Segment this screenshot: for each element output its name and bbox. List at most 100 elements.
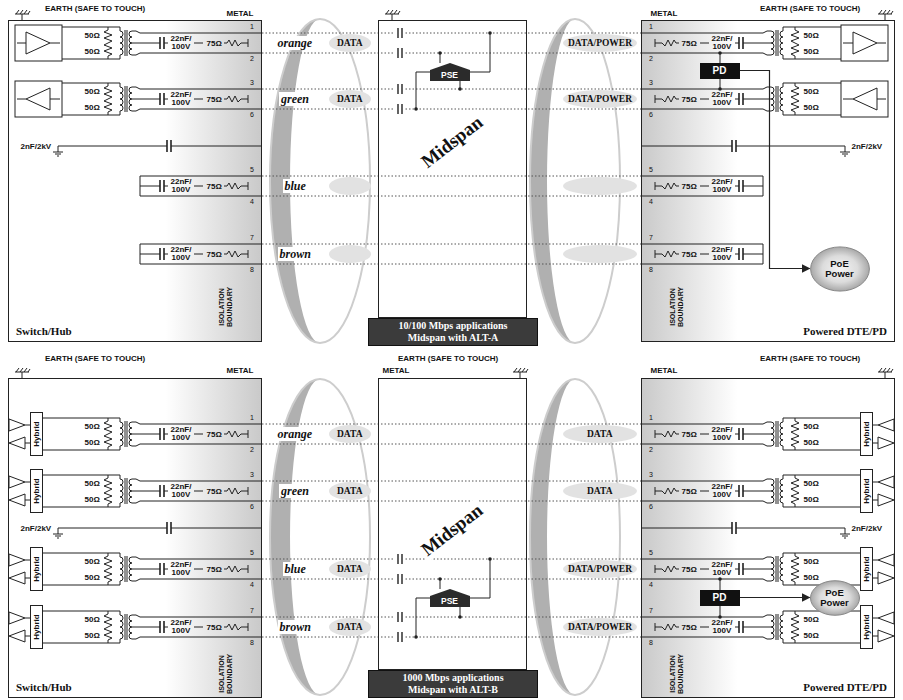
component-value: 50Ω bbox=[804, 615, 819, 624]
pin-number: 4 bbox=[649, 581, 653, 589]
caption-box: 10/100 Mbps applications Midspan with AL… bbox=[368, 318, 538, 346]
component-value: 75Ω bbox=[682, 623, 697, 632]
enclosure-shading bbox=[8, 20, 895, 698]
component-value: 50Ω bbox=[804, 438, 819, 447]
hybrid-box: Hybrid bbox=[30, 469, 43, 513]
midspan-label: Midspan bbox=[414, 109, 489, 174]
hybrid-label: Hybrid bbox=[862, 421, 871, 446]
capacitor-value: 22nF/ 100V bbox=[712, 35, 733, 51]
earth-label: METAL bbox=[651, 9, 678, 18]
capacitor-value: 22nF/ 100V bbox=[712, 91, 733, 107]
component-value: 50Ω bbox=[804, 87, 819, 96]
midspan-box: MidspanPSE bbox=[378, 378, 527, 670]
pd-circuit-top bbox=[641, 25, 888, 264]
box-title: Powered DTE/PD bbox=[803, 681, 887, 694]
component-value: 75Ω bbox=[682, 39, 697, 48]
isolation-label: ISOLATION BOUNDARY bbox=[669, 287, 685, 327]
component-value: 50Ω bbox=[804, 631, 819, 640]
signal-label: DATA bbox=[337, 94, 363, 105]
component-value: 50Ω bbox=[804, 573, 819, 582]
component-value: 75Ω bbox=[682, 95, 697, 104]
capacitor-value: 22nF/ 100V bbox=[712, 178, 733, 194]
hybrid-label: Hybrid bbox=[862, 478, 871, 503]
pair-color-label: brown bbox=[278, 620, 313, 634]
pin-number: 4 bbox=[250, 581, 254, 589]
switch-circuit-top bbox=[15, 25, 262, 264]
powered-device-box: Powered DTE/PDPDPoE Power bbox=[641, 20, 895, 342]
pin-number: 6 bbox=[250, 111, 254, 119]
earth-label: EARTH (SAFE TO TOUCH) bbox=[760, 354, 860, 363]
component-value: 50Ω bbox=[85, 631, 100, 640]
poe-power-cloud: PoE Power bbox=[810, 580, 860, 616]
signal-label: DATA bbox=[587, 429, 613, 440]
component-value: 75Ω bbox=[207, 430, 222, 439]
earth-label: METAL bbox=[227, 366, 254, 375]
pin-number: 3 bbox=[649, 79, 653, 87]
capacitor-value: 22nF/ 100V bbox=[171, 35, 192, 51]
hybrid-box: Hybrid bbox=[860, 547, 873, 591]
signal-label: DATA bbox=[337, 622, 363, 633]
pd-label: PD bbox=[713, 65, 727, 77]
component-value: 75Ω bbox=[682, 565, 697, 574]
component-value: 50Ω bbox=[85, 422, 100, 431]
pair-color-label: green bbox=[279, 92, 311, 106]
pin-number: 6 bbox=[250, 503, 254, 511]
poe-power-label: PoE Power bbox=[820, 588, 849, 608]
pin-number: 6 bbox=[649, 503, 653, 511]
pair-color-label: orange bbox=[276, 36, 315, 50]
hybrid-box: Hybrid bbox=[860, 469, 873, 513]
component-value: 50Ω bbox=[804, 495, 819, 504]
signal-label: DATA/POWER bbox=[568, 38, 632, 49]
component-value: 50Ω bbox=[804, 31, 819, 40]
pin-number: 5 bbox=[250, 549, 254, 557]
pin-number: 1 bbox=[250, 23, 254, 31]
signal-label: DATA bbox=[337, 429, 363, 440]
component-value: 50Ω bbox=[85, 103, 100, 112]
pin-number: 2 bbox=[250, 55, 254, 63]
pair-color-label: blue bbox=[283, 562, 308, 576]
component-value: 75Ω bbox=[682, 487, 697, 496]
pair-color-label: green bbox=[279, 484, 311, 498]
capacitor-value: 22nF/ 100V bbox=[171, 178, 192, 194]
pin-number: 5 bbox=[649, 549, 653, 557]
pin-number: 7 bbox=[250, 234, 254, 242]
isolation-label: ISOLATION BOUNDARY bbox=[669, 654, 685, 694]
midspan-box: Midspan PSE bbox=[378, 20, 527, 318]
pair-wires bbox=[262, 33, 641, 637]
poe-power-cloud: PoE Power bbox=[810, 246, 870, 292]
capacitor-value: 22nF/ 100V bbox=[712, 619, 733, 635]
pin-number: 3 bbox=[250, 79, 254, 87]
component-value: 50Ω bbox=[85, 479, 100, 488]
capacitor-value: 22nF/ 100V bbox=[171, 619, 192, 635]
component-value: 2nF/2kV bbox=[852, 524, 883, 533]
pair-color-label: brown bbox=[278, 247, 313, 261]
earth-label: EARTH (SAFE TO TOUCH) bbox=[398, 354, 498, 363]
signal-label: DATA/POWER bbox=[568, 564, 632, 575]
pin-number: 1 bbox=[649, 414, 653, 422]
pin-number: 7 bbox=[649, 607, 653, 615]
earth-label: METAL bbox=[383, 366, 410, 375]
pin-number: 8 bbox=[250, 639, 254, 647]
signal-label: DATA bbox=[337, 564, 363, 575]
pse-block: PSE bbox=[430, 589, 470, 607]
pse-label: PSE bbox=[441, 596, 458, 607]
caption-text: 10/100 Mbps applications Midspan with AL… bbox=[391, 320, 515, 344]
component-value: 2nF/2kV bbox=[852, 142, 883, 151]
component-value: 75Ω bbox=[207, 95, 222, 104]
component-value: 50Ω bbox=[85, 557, 100, 566]
pin-number: 1 bbox=[649, 23, 653, 31]
hybrid-box: Hybrid bbox=[30, 605, 43, 649]
hybrid-label: Hybrid bbox=[32, 478, 41, 503]
hybrid-box: Hybrid bbox=[860, 605, 873, 649]
signal-label: DATA bbox=[337, 486, 363, 497]
pin-number: 5 bbox=[649, 166, 653, 174]
component-value: 75Ω bbox=[207, 565, 222, 574]
pse-label: PSE bbox=[441, 70, 458, 81]
isolation-label: ISOLATION BOUNDARY bbox=[218, 654, 234, 694]
pd-block: PD bbox=[700, 590, 740, 606]
capacitor-value: 22nF/ 100V bbox=[712, 246, 733, 262]
pin-number: 7 bbox=[649, 234, 653, 242]
caption-box: 1000 Mbps applications Midspan with ALT-… bbox=[368, 670, 538, 698]
pd-label: PD bbox=[713, 592, 727, 604]
